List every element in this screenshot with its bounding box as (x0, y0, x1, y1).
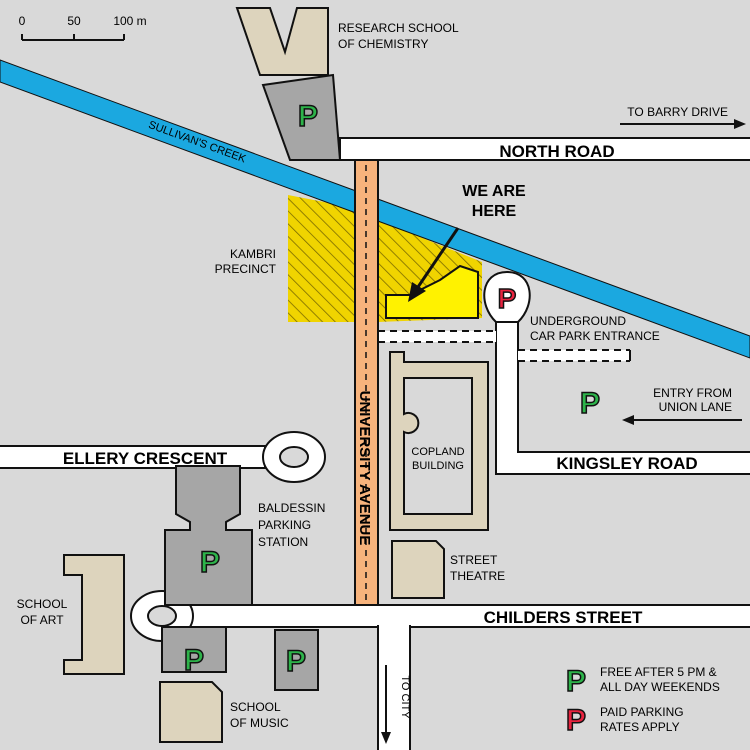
legend-free-label-2: ALL DAY WEEKENDS (600, 680, 720, 694)
barry-drive-arrow (620, 119, 746, 129)
research-school-building (235, 7, 329, 76)
street-theatre-building (391, 540, 445, 599)
union-lane-arrow (622, 415, 742, 425)
dashed-lane-1 (378, 331, 496, 342)
legend-paid-label-1: PAID PARKING (600, 705, 684, 719)
childers-street-label: CHILDERS STREET (484, 608, 643, 627)
free-parking-icon-baldessin: P (199, 545, 221, 580)
svg-text:P: P (498, 283, 517, 314)
baldessin-label-3: STATION (258, 535, 308, 549)
underground-label-2: CAR PARK ENTRANCE (530, 329, 660, 343)
kambri-label-2: PRECINCT (215, 262, 277, 276)
ellery-crescent-label: ELLERY CRESCENT (63, 449, 228, 468)
svg-text:P: P (580, 387, 600, 420)
we-are-here-label-1: WE ARE (462, 183, 526, 200)
underground-label-1: UNDERGROUND (530, 314, 626, 328)
free-parking-icon-south-west: P (183, 643, 205, 678)
scale-zero: 0 (19, 14, 26, 28)
copland-label-2: BUILDING (412, 460, 464, 472)
university-avenue-label: UNIVERSITY AVENUE (356, 391, 373, 546)
svg-text:P: P (184, 644, 204, 677)
legend-free-icon: P (566, 665, 586, 698)
entry-union-label-2: UNION LANE (659, 400, 732, 414)
parking-lot-south-east (274, 629, 319, 691)
north-road-label: NORTH ROAD (499, 142, 614, 161)
school-music-label-2: OF MUSIC (230, 716, 289, 730)
svg-text:P: P (298, 100, 318, 133)
copland-building (389, 351, 489, 531)
scale-mid: 50 (67, 14, 81, 28)
research-label-2: OF CHEMISTRY (338, 37, 428, 51)
kambri-precinct-area (288, 195, 355, 322)
legend: P FREE AFTER 5 PM & ALL DAY WEEKENDS P P… (565, 664, 720, 738)
research-label-1: RESEARCH SCHOOL (338, 21, 459, 35)
legend-paid-label-2: RATES APPLY (600, 720, 680, 734)
university-avenue (354, 159, 379, 606)
entry-union-label-1: ENTRY FROM (653, 386, 732, 400)
school-of-music-building (159, 681, 223, 743)
we-are-here-label-2: HERE (472, 203, 517, 220)
dashed-lane-2 (518, 350, 630, 361)
to-city-label: TO CITY (399, 675, 411, 719)
childers-street-road (159, 604, 750, 628)
sullivans-creek-label: SULLIVAN'S CREEK (147, 119, 248, 166)
school-of-art-building (63, 554, 125, 675)
baldessin-parking-station (164, 465, 253, 606)
scale-bar: 0 50 100 m (19, 14, 147, 41)
research-parking (261, 73, 342, 161)
baldessin-label-1: BALDESSIN (258, 501, 325, 515)
free-parking-icon-union: P (579, 386, 601, 421)
paid-parking-icon-underground: P (493, 282, 521, 315)
scale-max: 100 m (113, 14, 146, 28)
svg-text:P: P (286, 645, 306, 678)
school-art-label-2: OF ART (20, 613, 64, 627)
school-art-label-1: SCHOOL (17, 597, 68, 611)
to-city-arrow (381, 665, 391, 744)
barry-drive-label: TO BARRY DRIVE (627, 105, 728, 119)
free-parking-icon-research: P (297, 99, 319, 134)
we-are-here-pointer (408, 227, 460, 302)
kambri-label-1: KAMBRI (230, 247, 276, 261)
kingsley-road-label: KINGSLEY ROAD (556, 454, 697, 473)
baldessin-label-2: PARKING (258, 518, 311, 532)
legend-free-label-1: FREE AFTER 5 PM & (600, 665, 717, 679)
school-music-label-1: SCHOOL (230, 700, 281, 714)
svg-text:P: P (200, 546, 220, 579)
to-city-road (377, 619, 411, 750)
legend-paid-icon: P (566, 704, 586, 737)
street-theatre-label-2: THEATRE (450, 569, 505, 583)
parking-lot-south-west (161, 626, 227, 673)
copland-label-1: COPLAND (411, 446, 464, 458)
free-parking-icon-south-east: P (285, 644, 307, 679)
street-theatre-label-1: STREET (450, 553, 498, 567)
